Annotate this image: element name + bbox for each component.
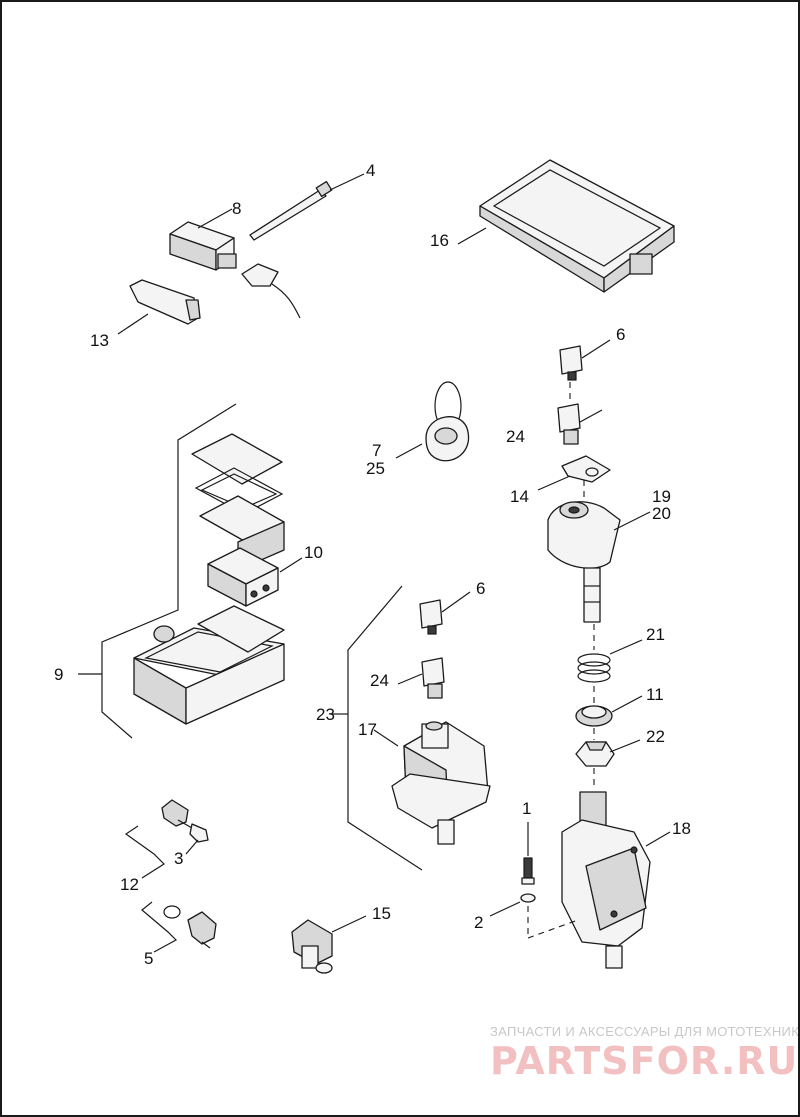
callout-16: 16	[430, 231, 449, 250]
callout-15: 15	[372, 904, 391, 923]
assembly-centerlines	[527, 382, 595, 939]
callout-20: 20	[652, 504, 671, 523]
callout-7: 7	[372, 441, 381, 460]
callout-2: 2	[474, 913, 483, 932]
part-16-module	[457, 159, 675, 293]
part-21-spring	[577, 639, 643, 683]
part-4-cable-tie	[249, 173, 365, 241]
part-24-key-right	[557, 403, 603, 445]
part-10-sensor-assembly	[133, 433, 303, 725]
part-6-key-blank-left	[419, 591, 471, 635]
callout-23: 23	[316, 705, 335, 724]
callout-4: 4	[366, 161, 375, 180]
callout-22: 22	[646, 727, 665, 746]
part-7-25-key-fob	[395, 381, 470, 462]
part-6-key-blank-right	[559, 339, 611, 381]
bracket-9	[78, 403, 237, 739]
callout-18: 18	[672, 819, 691, 838]
callout-10: 10	[304, 543, 323, 562]
callout-labels: 4 8 16 13 6 24 7 25 14 19 20 10 6 21 9 2…	[54, 161, 691, 968]
part-22-collar	[575, 739, 641, 767]
part-2-washer	[489, 893, 536, 917]
part-17-lock-cylinder	[373, 721, 491, 845]
bracket-23	[332, 585, 423, 871]
callout-5: 5	[144, 949, 153, 968]
part-15-sensor	[291, 915, 367, 974]
callout-6-left: 6	[476, 579, 485, 598]
callout-14: 14	[510, 487, 529, 506]
callout-11: 11	[646, 685, 664, 704]
part-11-nut	[575, 695, 643, 727]
part-1-screw	[521, 822, 535, 885]
part-8-connector	[169, 208, 301, 319]
part-13-clip	[117, 279, 201, 335]
callout-13: 13	[90, 331, 109, 350]
part-19-20-switch-cover	[547, 501, 651, 623]
callout-12: 12	[120, 875, 139, 894]
watermark-site: PARTSFOR.RU	[490, 1039, 798, 1083]
callout-21: 21	[646, 625, 665, 644]
callout-9: 9	[54, 665, 63, 684]
part-24-key-left	[397, 657, 445, 699]
callout-3: 3	[174, 849, 183, 868]
callout-6-right: 6	[616, 325, 625, 344]
watermark: ЗАПЧАСТИ И АКСЕССУАРЫ ДЛЯ МОТОТЕХНИКИ PA…	[490, 1024, 798, 1083]
callout-24-left: 24	[370, 671, 389, 690]
part-12-switch	[124, 799, 209, 879]
watermark-tagline: ЗАПЧАСТИ И АКСЕССУАРЫ ДЛЯ МОТОТЕХНИКИ	[490, 1024, 798, 1039]
callout-24-right: 24	[506, 427, 525, 446]
callout-25: 25	[366, 459, 385, 478]
part-18-switch-body	[561, 791, 671, 969]
part-5-plug	[141, 901, 217, 953]
part-14-plate	[537, 455, 611, 491]
callout-8: 8	[232, 199, 241, 218]
callout-1: 1	[522, 799, 531, 818]
callout-19: 19	[652, 487, 671, 506]
callout-17: 17	[358, 720, 377, 739]
